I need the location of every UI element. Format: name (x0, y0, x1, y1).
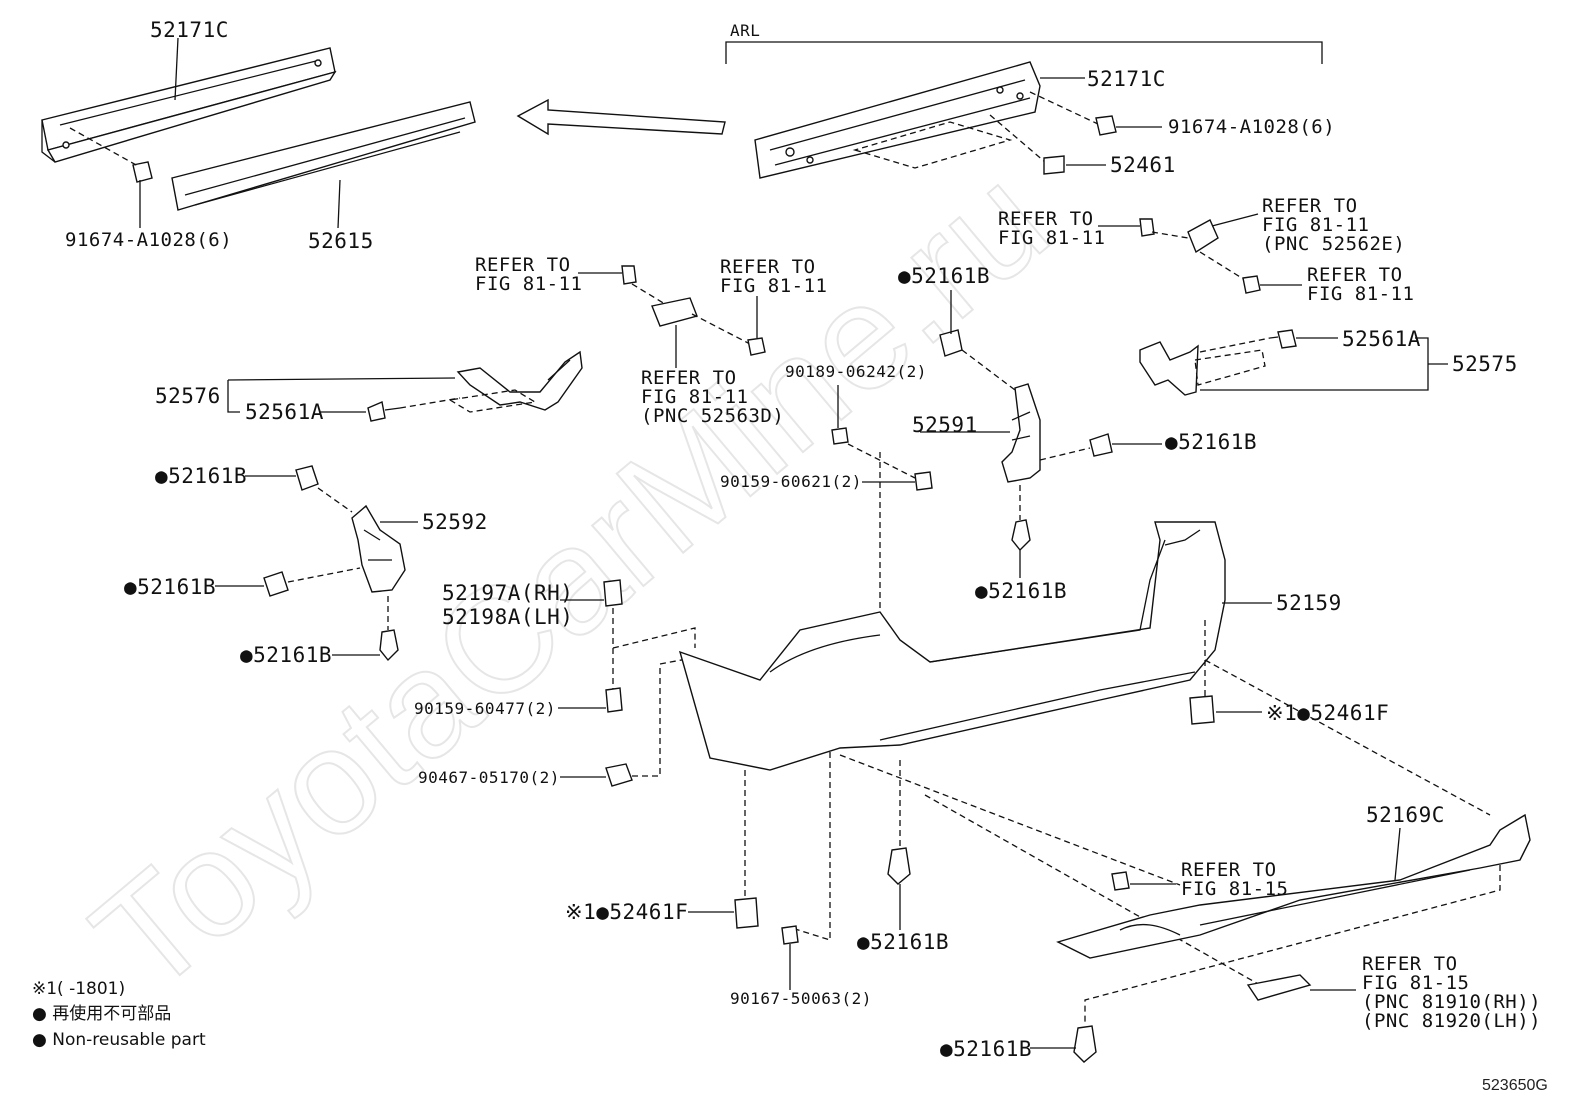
clip-icon-2 (1139, 218, 1155, 237)
refer-7-line1: REFER TO (1181, 859, 1277, 881)
bracket-52576 (456, 350, 583, 411)
clip-52161b-g (887, 847, 911, 885)
label-52169c: 52169C (1366, 803, 1445, 827)
label-52171c-left: 52171C (150, 18, 229, 42)
label-52576: 52576 (155, 384, 221, 408)
refer-5-line1: REFER TO (1262, 195, 1358, 217)
label-52161b-e: ●52161B (1165, 430, 1257, 454)
clip-icon-1 (621, 265, 637, 285)
nut-90159-621 (914, 471, 933, 491)
bracket-52563d (651, 297, 698, 327)
label-91674-left: 91674-A1028(6) (65, 229, 232, 251)
clip-52161b-e (1089, 433, 1113, 457)
refer-5-line2: FIG 81-11 (1262, 214, 1369, 236)
absorber-52615 (171, 101, 476, 211)
label-52159: 52159 (1276, 591, 1342, 615)
label-90167: 90167-50063(2) (730, 989, 872, 1008)
refer-3-line3: (PNC 52563D) (641, 405, 784, 427)
spoiler-52169c (1056, 813, 1531, 959)
bumper-cover-52159 (678, 521, 1226, 771)
bolt-52561a-right (1277, 329, 1297, 349)
legend-japanese: ● 再使用不可部品 (32, 1003, 171, 1024)
label-91674-right: 91674-A1028(6) (1168, 116, 1335, 138)
bolt-91674-right (1095, 115, 1117, 136)
label-52461: 52461 (1110, 153, 1176, 177)
label-90159-621: 90159-60621(2) (720, 472, 862, 491)
bracket-52562e (1187, 219, 1219, 254)
refer-3-line1: REFER TO (641, 367, 737, 389)
refer-2-line1: REFER TO (720, 256, 816, 278)
refer-8-line1: REFER TO (1362, 953, 1458, 975)
refer-1-line1: REFER TO (475, 254, 571, 276)
label-52171c-right: 52171C (1087, 67, 1166, 91)
clip-icon-3 (1111, 871, 1130, 891)
retainer-52592 (351, 504, 406, 593)
label-52161b-b: ●52161B (124, 575, 216, 599)
pad-52461f-left (734, 897, 759, 929)
label-90159-477: 90159-60477(2) (414, 699, 556, 718)
label-52161b-h: ●52161B (940, 1037, 1032, 1061)
screw-90159-477 (605, 687, 623, 713)
refer-8-line4: (PNC 81920(LH)) (1362, 1010, 1541, 1032)
label-52198a: 52198A(LH) (442, 605, 573, 629)
bolt-91674-left (132, 161, 153, 228)
label-52461f-left: ※1●52461F (565, 900, 688, 924)
reinforcement-arl (754, 61, 1041, 179)
clip-52161b-c (379, 629, 399, 662)
label-52161b-g: ●52161B (857, 930, 949, 954)
reflector (1246, 974, 1312, 1001)
refer-6-line2: FIG 81-11 (1307, 283, 1414, 305)
label-52615: 52615 (308, 229, 374, 253)
clip-52161b-b (263, 571, 289, 597)
label-52161b-c: ●52161B (240, 643, 332, 667)
clip-52161b-a (295, 465, 319, 491)
label-90189: 90189-06242(2) (785, 362, 927, 381)
refer-4-line1: REFER TO (998, 208, 1094, 230)
bolt-52561a-left (367, 401, 386, 422)
nut-90167 (781, 925, 799, 945)
legend-note1: ※1( -1801) (32, 979, 125, 999)
group-label-arl: ARL (730, 21, 760, 40)
label-52461f-right: ※1●52461F (1266, 701, 1389, 725)
drawing-code: 523650G (1482, 1077, 1548, 1094)
refer-6-line1: REFER TO (1307, 264, 1403, 286)
refer-4-line2: FIG 81-11 (998, 227, 1105, 249)
nut-icon-2 (1242, 275, 1261, 294)
refer-8-line2: FIG 81-15 (1362, 972, 1469, 994)
refer-1-line2: FIG 81-11 (475, 273, 582, 295)
legend-english: ● Non-reusable part (32, 1030, 206, 1050)
retainer-52591 (1001, 383, 1041, 483)
reinforcement-left (41, 47, 337, 163)
label-90467: 90467-05170(2) (418, 768, 560, 787)
refer-3-line2: FIG 81-11 (641, 386, 748, 408)
label-52161b-a: ●52161B (155, 464, 247, 488)
clip-52197a (603, 579, 623, 607)
label-52591: 52591 (912, 413, 978, 437)
label-52561a-right: 52561A (1342, 327, 1421, 351)
refer-5-line3: (PNC 52562E) (1262, 233, 1405, 255)
nut-icon-1 (747, 337, 766, 356)
screw-90189 (831, 427, 849, 445)
label-52161b-f: ●52161B (975, 579, 1067, 603)
clip-52161b-f (1011, 519, 1031, 552)
refer-8-line3: (PNC 81910(RH)) (1362, 991, 1541, 1013)
label-52561a-left: 52561A (245, 400, 324, 424)
label-52592: 52592 (422, 510, 488, 534)
pad-52461 (1043, 155, 1065, 175)
pad-52461f-right (1189, 695, 1215, 725)
clip-90467 (605, 763, 633, 787)
bracket-52575 (1139, 341, 1199, 396)
label-52575: 52575 (1452, 352, 1518, 376)
label-52197a: 52197A(RH) (442, 581, 573, 605)
refer-2-line2: FIG 81-11 (720, 275, 827, 297)
refer-7-line2: FIG 81-15 (1181, 878, 1288, 900)
arl-bracket (725, 41, 1323, 64)
label-52161b-d: ●52161B (898, 264, 990, 288)
direction-arrow (516, 98, 726, 136)
clip-52161b-h (1073, 1025, 1097, 1063)
